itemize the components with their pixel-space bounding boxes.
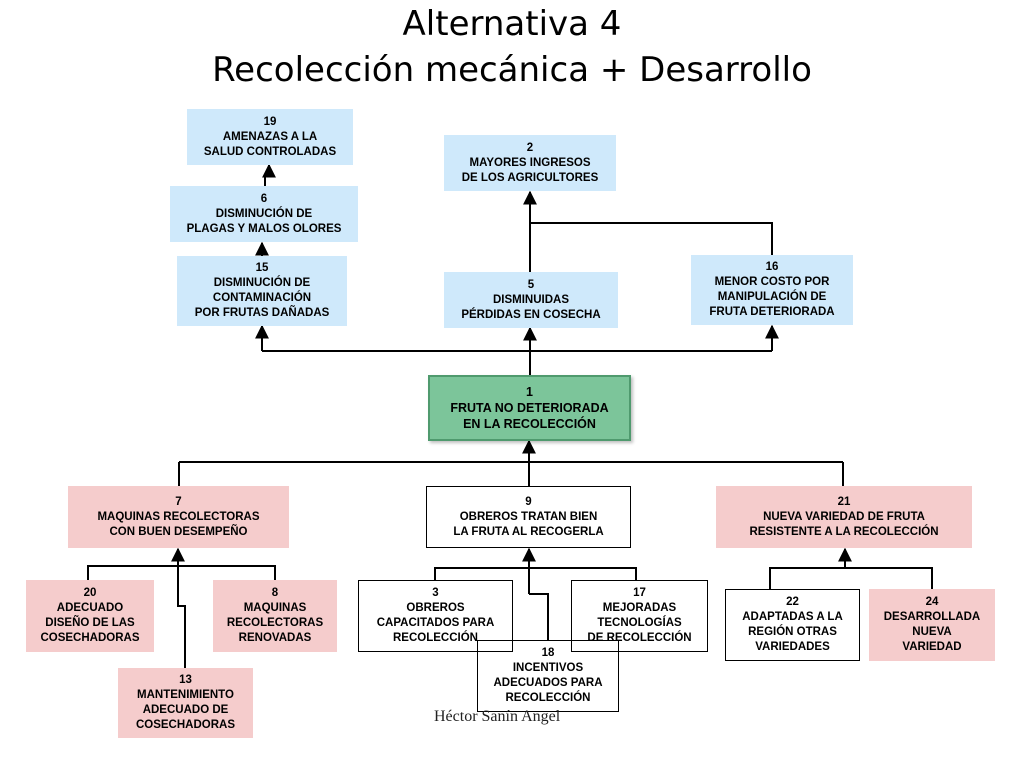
node-7-line-1: MAQUINAS RECOLECTORAS (97, 510, 260, 523)
node-18-number: 18 (541, 647, 555, 659)
node-21: 21 NUEVA VARIEDAD DE FRUTA RESISTENTE A … (716, 486, 972, 548)
node-19-line-2: SALUD CONTROLADAS (203, 145, 337, 158)
node-22-line-2: REGIÓN OTRAS (748, 626, 837, 638)
node-8-line-3: RENOVADAS (238, 632, 312, 644)
node-20-number: 20 (83, 587, 97, 599)
node-6-line-1: DISMINUCIÓN DE (215, 207, 313, 220)
node-17: 17 MEJORADAS TECNOLOGÍAS DE RECOLECCIÓN (571, 580, 708, 652)
node-3-line-2: CAPACITADOS PARA (376, 617, 495, 629)
node-2-number: 2 (526, 141, 534, 154)
node-22-line-1: ADAPTADAS A LA (742, 611, 843, 623)
node-13-line-3: COSECHADORAS (135, 719, 236, 731)
title-line-2: Recolección mecánica + Desarrollo (212, 50, 812, 90)
node-5-number: 5 (527, 278, 535, 291)
node-3-line-3: RECOLECCIÓN (393, 632, 478, 644)
node-7: 7 MAQUINAS RECOLECTORAS CON BUEN DESEMPE… (68, 486, 289, 548)
node-15-number: 15 (255, 262, 269, 274)
node-21-line-1: NUEVA VARIEDAD DE FRUTA (763, 510, 925, 523)
node-13-line-1: MANTENIMIENTO (137, 689, 234, 701)
node-18: 18 INCENTIVOS ADECUADOS PARA RECOLECCIÓN (477, 640, 619, 712)
node-9-line-2: LA FRUTA AL RECOGERLA (453, 525, 604, 538)
node-13: 13 MANTENIMIENTO ADECUADO DE COSECHADORA… (118, 668, 253, 738)
node-22-number: 22 (786, 596, 799, 608)
node-17-number: 17 (633, 587, 646, 599)
node-2: 2 MAYORES INGRESOS DE LOS AGRICULTORES (444, 135, 616, 191)
line-16-to-2 (530, 222, 773, 255)
node-5-line-2: PÉRDIDAS EN COSECHA (461, 308, 601, 321)
node-8-line-2: RECOLECTORAS (226, 617, 324, 629)
node-5-line-1: DISMINUIDAS (492, 293, 570, 306)
node-20: 20 ADECUADO DISEÑO DE LAS COSECHADORAS (26, 580, 154, 652)
node-17-line-3: DE RECOLECCIÓN (587, 632, 692, 644)
node-16: 16 MENOR COSTO POR MANIPULACIÓN DE FRUTA… (691, 255, 853, 325)
line-22-24-bus (769, 567, 933, 589)
node-3: 3 OBREROS CAPACITADOS PARA RECOLECCIÓN (358, 580, 513, 652)
line-3-17-bus (434, 567, 637, 580)
node-15: 15 DISMINUCIÓN DE CONTAMINACIÓN POR FRUT… (177, 256, 347, 326)
node-9-line-1: OBREROS TRATAN BIEN (459, 510, 598, 523)
node-5: 5 DISMINUIDAS PÉRDIDAS EN COSECHA (444, 272, 618, 328)
node-16-line-3: FRUTA DETERIORADA (709, 306, 835, 318)
line-20-8-bus (87, 565, 276, 580)
node-19-line-1: AMENAZAS A LA (222, 130, 318, 143)
node-19-number: 19 (263, 115, 277, 128)
node-18-line-1: INCENTIVOS (512, 662, 584, 674)
title-line-1: Alternativa 4 (402, 4, 622, 44)
node-21-line-2: RESISTENTE A LA RECOLECCIÓN (749, 525, 939, 538)
node-20-line-1: ADECUADO (56, 602, 124, 614)
node-1: 1 FRUTA NO DETERIORADA EN LA RECOLECCIÓN (428, 375, 631, 441)
node-15-line-3: POR FRUTAS DAÑADAS (194, 307, 330, 319)
node-7-number: 7 (175, 495, 182, 508)
node-3-number: 3 (432, 587, 439, 599)
author-credit: Héctor Sanín Angel (434, 708, 561, 725)
node-13-number: 13 (179, 674, 192, 686)
arrow-6-to-19 (262, 163, 276, 186)
node-18-line-3: RECOLECCIÓN (505, 692, 591, 704)
node-15-line-1: DISMINUCIÓN DE (213, 277, 311, 289)
node-15-line-2: CONTAMINACIÓN (212, 292, 312, 304)
node-9: 9 OBREROS TRATAN BIEN LA FRUTA AL RECOGE… (426, 486, 631, 548)
node-7-line-2: CON BUEN DESEMPEÑO (109, 525, 248, 538)
node-6-line-2: PLAGAS Y MALOS OLORES (186, 222, 342, 235)
node-6-number: 6 (260, 192, 268, 205)
node-18-line-2: ADECUADOS PARA (493, 677, 603, 689)
node-6: 6 DISMINUCIÓN DE PLAGAS Y MALOS OLORES (170, 186, 358, 242)
node-2-line-1: MAYORES INGRESOS (469, 156, 591, 169)
node-24-line-3: VARIEDAD (902, 641, 962, 653)
node-8-number: 8 (271, 587, 279, 599)
node-2-line-2: DE LOS AGRICULTORES (461, 171, 599, 184)
node-24: 24 DESARROLLADA NUEVA VARIEDAD (869, 589, 995, 661)
node-22-line-3: VARIEDADES (755, 641, 830, 653)
node-3-line-1: OBREROS (406, 602, 465, 614)
node-24-number: 24 (925, 596, 939, 608)
node-16-number: 16 (765, 261, 779, 273)
node-17-line-1: MEJORADAS (602, 602, 677, 614)
node-24-line-1: DESARROLLADA (883, 611, 981, 623)
node-21-number: 21 (837, 495, 851, 508)
node-17-line-2: TECNOLOGÍAS (597, 617, 682, 629)
node-1-line-2: EN LA RECOLECCIÓN (463, 417, 596, 431)
node-16-line-2: MANIPULACIÓN DE (717, 291, 827, 303)
node-22: 22 ADAPTADAS A LA REGIÓN OTRAS VARIEDADE… (725, 589, 860, 661)
node-13-line-2: ADECUADO DE (142, 704, 229, 716)
node-8: 8 MAQUINAS RECOLECTORAS RENOVADAS (213, 580, 337, 652)
node-20-line-3: COSECHADORAS (40, 632, 140, 644)
node-1-number: 1 (526, 385, 533, 399)
node-9-number: 9 (525, 495, 532, 508)
node-16-line-1: MENOR COSTO POR (714, 276, 830, 288)
node-19: 19 AMENAZAS A LA SALUD CONTROLADAS (187, 109, 353, 165)
arrow-13-to-7 (171, 547, 186, 668)
line-18-up (529, 593, 549, 640)
node-24-line-2: NUEVA (912, 626, 952, 638)
node-8-line-1: MAQUINAS (243, 602, 307, 614)
node-20-line-2: DISEÑO DE LAS (45, 617, 135, 629)
node-1-line-1: FRUTA NO DETERIORADA (450, 401, 609, 415)
